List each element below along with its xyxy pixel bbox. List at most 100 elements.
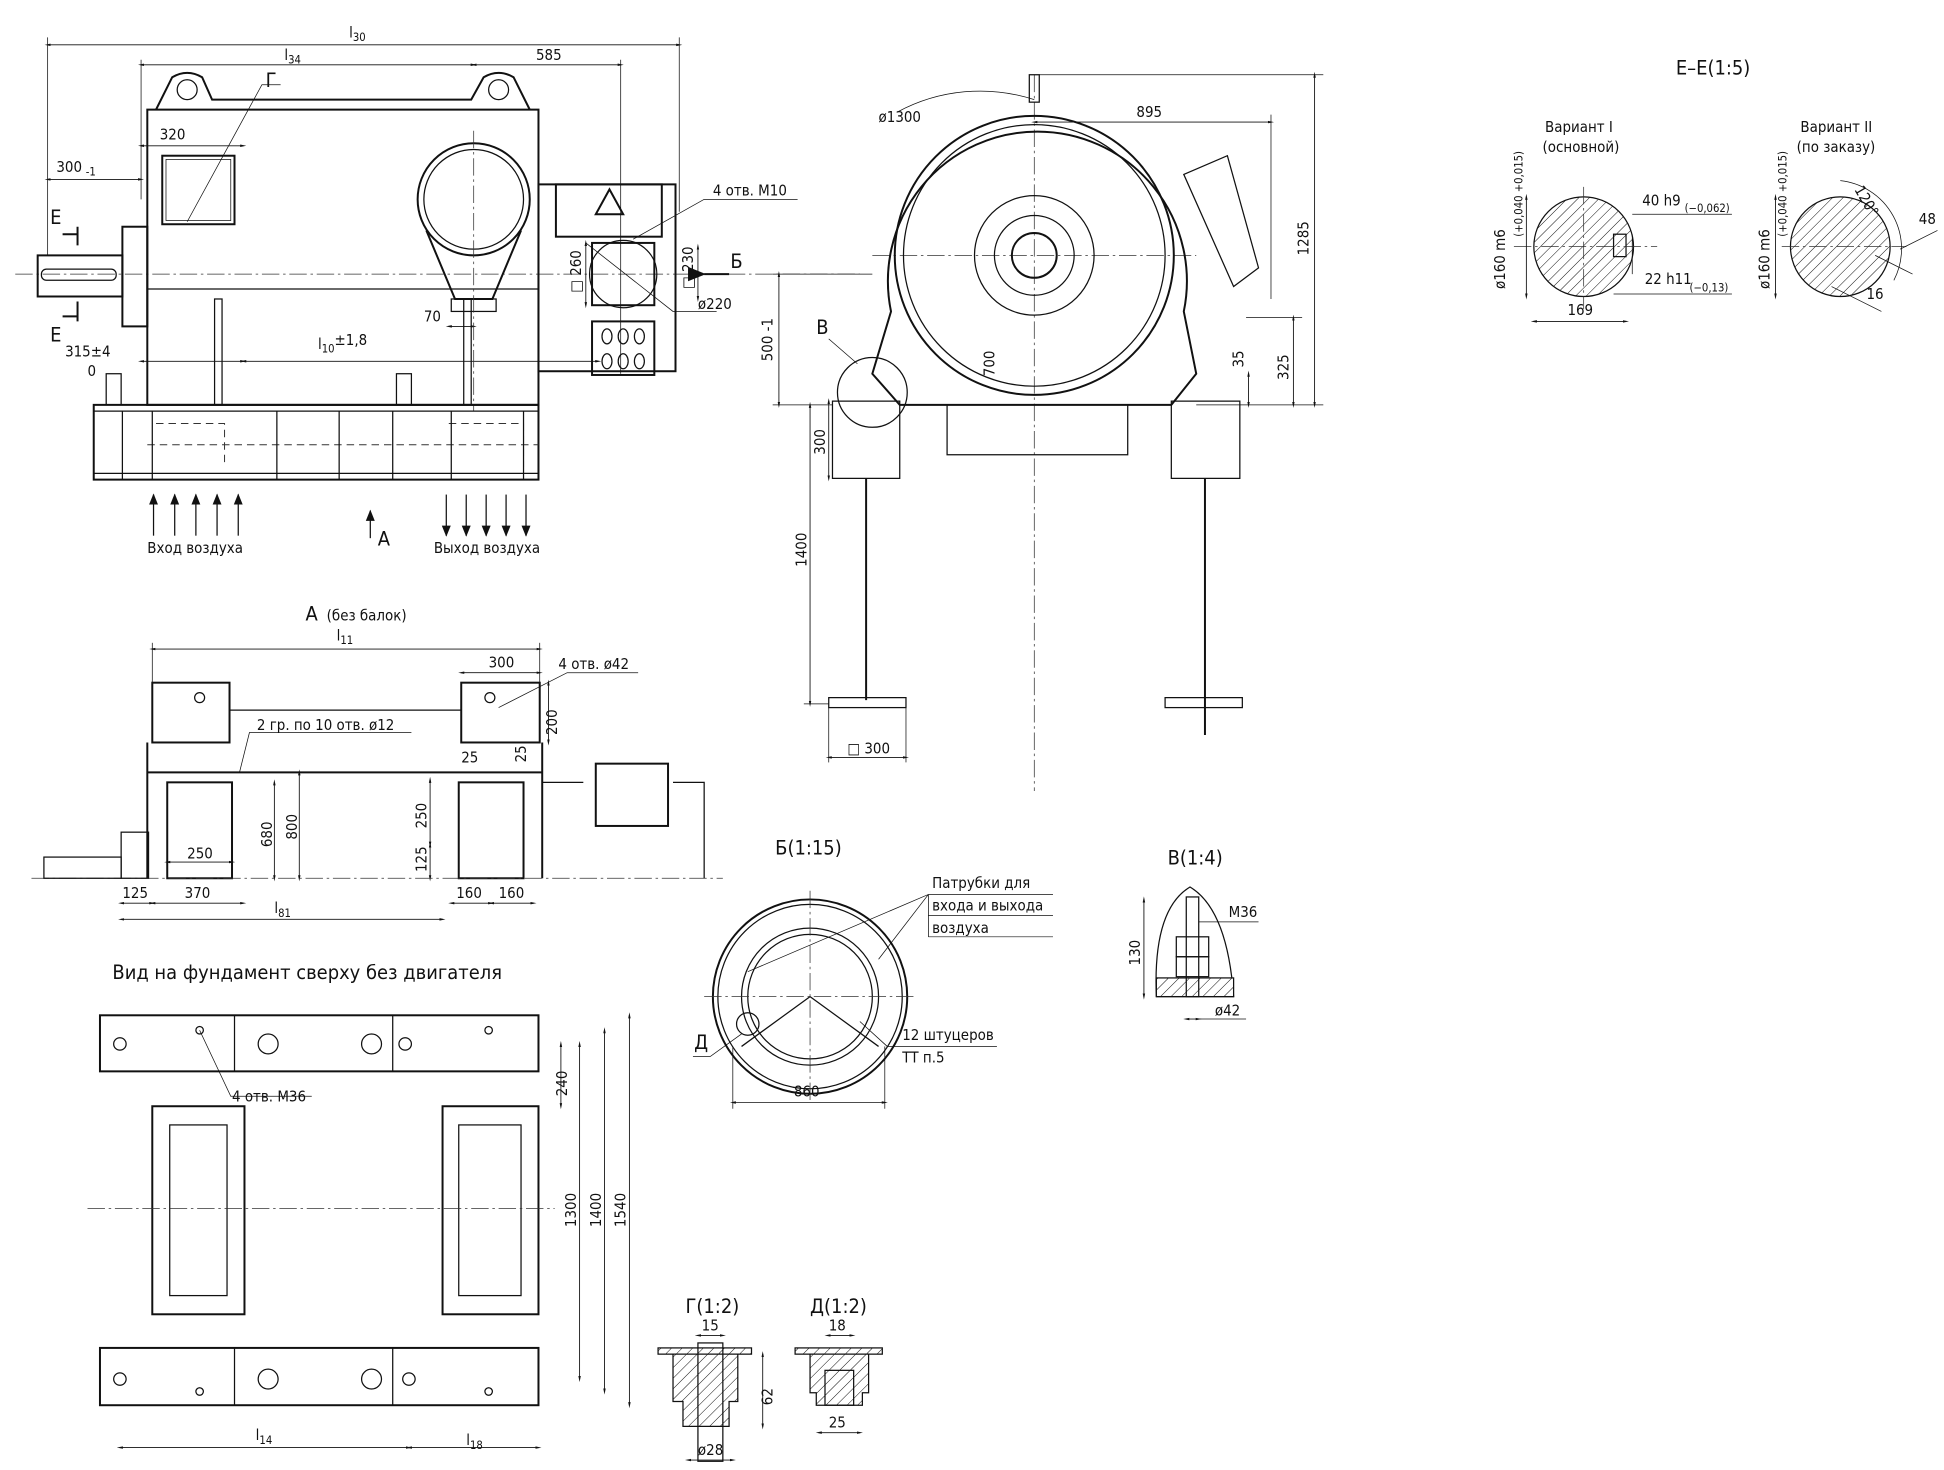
variant1-key-width-tol: (−0,062): [1685, 202, 1730, 215]
section-e-e: Е–Е(1:5) Вариант I (основной) ø160 m6 (+…: [1491, 57, 1938, 323]
variant1-key-width: 40 h9: [1642, 192, 1680, 210]
dim-700: 700: [980, 351, 998, 377]
dim-160-left: 160: [456, 884, 482, 902]
front-view: l30 l34 585 320 300-1 Е Е 315±4 0 l10±1,…: [15, 23, 860, 557]
dim-300: 300-1: [56, 158, 95, 179]
dim-370: 370: [185, 884, 211, 902]
dim-d220: ø220: [698, 295, 732, 313]
dim-585: 585: [536, 46, 562, 64]
warning-triangle-icon: [594, 187, 625, 216]
fittings-ref: ТТ п.5: [901, 1049, 944, 1067]
dim-l10: l10±1,8: [318, 331, 367, 355]
dim-l14: l14: [256, 1426, 273, 1447]
dim-sq260: □ 260: [567, 250, 585, 293]
holes-d12-label: 2 гр. по 10 отв. ø12: [257, 716, 394, 734]
dim-895: 895: [1136, 103, 1162, 121]
dim-160-right: 160: [499, 884, 525, 902]
detail-d-title: Д(1:2): [810, 1295, 867, 1318]
detail-g-title: Г(1:2): [685, 1295, 739, 1318]
dim-sq230: □ 230: [679, 246, 697, 289]
dim-l81: l81: [274, 899, 291, 920]
foundation-title: Вид на фундамент сверху без двигателя: [112, 961, 502, 984]
view-v-title: В(1:4): [1168, 847, 1223, 870]
variant1-title: Вариант I: [1545, 118, 1613, 136]
view-a-subtitle: (без балок): [327, 606, 407, 624]
dim-125: 125: [122, 884, 148, 902]
dim-130: 130: [1126, 940, 1144, 966]
variant2-d16: 16: [1866, 285, 1883, 303]
note-line-2: входа и выхода: [932, 897, 1043, 915]
variant2-diameter: ø160 m6: [1755, 229, 1773, 289]
view-b-title: Б(1:15): [775, 837, 842, 860]
holes-m10-label: 4 отв. М10: [713, 182, 787, 200]
dim-1300: 1300: [562, 1193, 580, 1227]
detail-ref-v: В: [816, 316, 828, 339]
note-line-3: воздуха: [932, 919, 989, 937]
dim-0: 0: [88, 362, 97, 380]
variant1-key-depth-tol: (−0,13): [1690, 282, 1729, 295]
side-view: В ø1300 895 1285 325 35 500 -1 700 300 1…: [759, 71, 1324, 792]
dim-1400: 1400: [792, 533, 810, 567]
view-b: Б(1:15) Патрубки для входа и выхода возд…: [692, 837, 1053, 1109]
view-a-title: А: [306, 602, 319, 625]
dim-15: 15: [702, 1316, 719, 1334]
dim-70: 70: [424, 307, 441, 325]
dim-l18: l18: [466, 1431, 483, 1452]
dim-l30: l30: [349, 23, 366, 44]
view-a-mark: А: [378, 528, 391, 551]
section-mark-e-top: Е: [50, 206, 61, 229]
note-line-1: Патрубки для: [932, 874, 1030, 892]
dim-25: 25: [829, 1414, 846, 1432]
variant1-d169: 169: [1567, 301, 1593, 319]
dim-680: 680: [258, 821, 276, 847]
dim-18: 18: [829, 1316, 846, 1334]
terminal-box-glands: [601, 328, 645, 370]
dim-1285: 1285: [1294, 221, 1312, 255]
section-mark-e-bottom: Е: [50, 323, 61, 346]
variant2-title: Вариант II: [1800, 118, 1872, 136]
dim-d1300: ø1300: [879, 108, 921, 126]
dim-l11: l11: [337, 626, 354, 647]
detail-ref-g: Г: [266, 69, 277, 92]
dim-125-vertical: 125: [412, 846, 430, 872]
detail-d: Д(1:2) 18 25: [794, 1295, 883, 1434]
foundation-holes-label: 4 отв. М36: [232, 1087, 306, 1105]
thread-m36: М36: [1229, 903, 1258, 921]
view-a: А (без балок) l11 300 4 отв. ø42 200 2 г…: [31, 602, 723, 921]
holes-d42-label: 4 отв. ø42: [558, 655, 629, 673]
dim-62: 62: [759, 1388, 777, 1405]
dim-300: 300: [489, 654, 515, 672]
air-outlet-label: Выход воздуха: [434, 539, 540, 557]
dim-25-horizontal: 25: [461, 748, 478, 766]
dim-320: 320: [160, 126, 186, 144]
dim-1400: 1400: [587, 1193, 605, 1227]
variant1-diameter: ø160 m6: [1491, 229, 1509, 289]
dim-d42: ø42: [1215, 1001, 1240, 1019]
dim-25-vertical: 25: [512, 745, 530, 762]
air-inlet-label: Вход воздуха: [147, 539, 243, 557]
variant1-subtitle: (основной): [1543, 138, 1620, 156]
dim-l34: l34: [284, 46, 301, 67]
variant1-tolerance: (+0,040 +0,015): [1513, 151, 1526, 237]
view-v: В(1:4) 130 М36 ø42: [1126, 847, 1259, 1021]
dim-250: 250: [187, 844, 213, 862]
dim-300: 300: [811, 429, 829, 455]
variant2-d48: 48: [1919, 210, 1936, 228]
air-inlet-arrows: [149, 493, 243, 536]
variant2-tolerance: (+0,040 +0,015): [1777, 151, 1790, 237]
detail-ref-d: Д: [694, 1031, 708, 1054]
dim-200: 200: [543, 709, 561, 735]
fan-housing: [416, 130, 531, 412]
variant1-key-depth: 22 h11: [1645, 270, 1692, 288]
dim-800: 800: [283, 814, 301, 840]
view-b-mark: Б: [730, 250, 742, 273]
dim-240: 240: [553, 1071, 571, 1097]
dim-35: 35: [1230, 350, 1248, 367]
section-e-e-title: Е–Е(1:5): [1676, 57, 1750, 80]
dim-d28: ø28: [698, 1441, 723, 1459]
detail-g: Г(1:2) 62 15 ø28: [657, 1295, 777, 1462]
dim-325: 325: [1274, 354, 1292, 380]
dim-500: 500 -1: [759, 318, 777, 361]
fittings-label: 12 штуцеров: [902, 1026, 994, 1044]
